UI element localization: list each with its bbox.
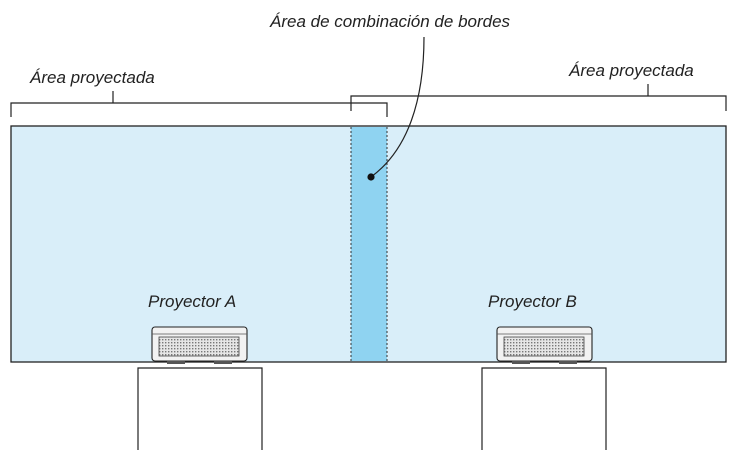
projector-b-label: Proyector B (488, 292, 577, 311)
projector-a-label: Proyector A (148, 292, 236, 311)
projector-b (496, 326, 593, 364)
projector-a-stand (137, 367, 263, 450)
projected-area-left-bracket (10, 91, 388, 117)
projector-a (151, 326, 248, 364)
blend-leader-line (370, 36, 425, 178)
edge-blend-area (351, 127, 387, 361)
projected-area-left-label: Área proyectada (29, 68, 155, 87)
projected-area-right-bracket (350, 84, 727, 111)
blend-area-label: Área de combinación de bordes (269, 12, 511, 31)
projected-area-right-label: Área proyectada (568, 61, 694, 80)
projector-b-stand (481, 367, 607, 450)
blend-leader-dot (367, 173, 375, 181)
